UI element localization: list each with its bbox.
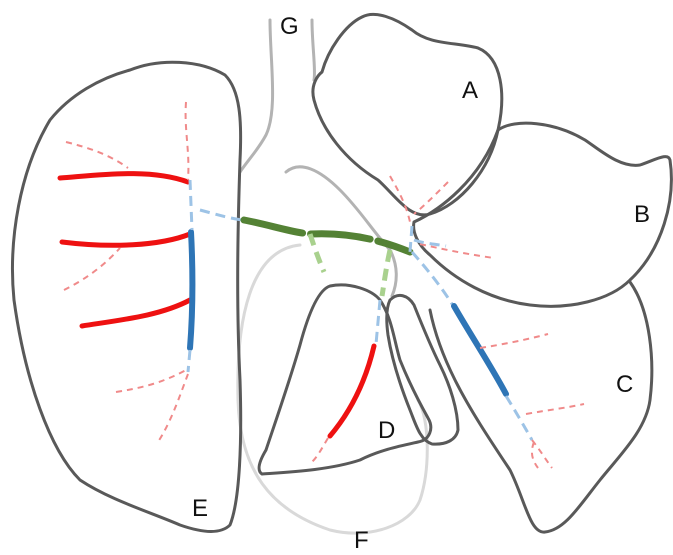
label-d: D (378, 417, 395, 444)
trunk-branch-d (310, 234, 324, 272)
label-b: B (634, 201, 650, 228)
structure-g-tube-left (240, 20, 273, 172)
e-duct-solid (190, 232, 192, 348)
trunk-branch-d-2 (382, 250, 390, 296)
d-branch (312, 438, 328, 462)
e-branch-left-2 (64, 248, 120, 290)
e-duct-dashed-bottom (188, 350, 190, 372)
structure-f-outline (238, 245, 427, 533)
structure-e-outline (13, 62, 241, 531)
e-vessel-1 (60, 174, 188, 182)
structure-g-tube-right (312, 20, 315, 80)
e-duct-dashed-top (190, 180, 192, 230)
junction-dashed-a (410, 226, 412, 252)
d-duct-dashed (376, 300, 380, 344)
d-vessel (330, 346, 374, 436)
a-branch-1 (390, 176, 410, 222)
e-branch-left-1 (66, 142, 128, 168)
label-a: A (462, 77, 478, 104)
structure-a-outline (313, 14, 502, 215)
structure-d-outline (259, 285, 431, 474)
c-branch-2 (526, 404, 584, 414)
e-vessel-2 (62, 234, 190, 245)
c-branch-1 (480, 334, 548, 348)
label-e: E (192, 495, 208, 522)
label-f: F (354, 527, 369, 554)
label-c: C (616, 371, 633, 398)
c-branch-4 (532, 442, 538, 468)
e-branch-bottom-1 (116, 370, 186, 392)
connector-dashed-e (200, 210, 242, 220)
structure-d-lobe (387, 295, 458, 444)
c-duct-solid (454, 306, 506, 394)
c-duct-dashed-top (412, 252, 452, 304)
main-trunk (244, 220, 410, 252)
structure-b-outline (414, 123, 672, 306)
c-duct-dashed-bottom (506, 396, 532, 440)
e-branch-bottom-2 (158, 374, 188, 442)
e-branch-top (186, 102, 189, 180)
e-vessel-3 (82, 300, 190, 326)
label-g: G (280, 13, 299, 40)
